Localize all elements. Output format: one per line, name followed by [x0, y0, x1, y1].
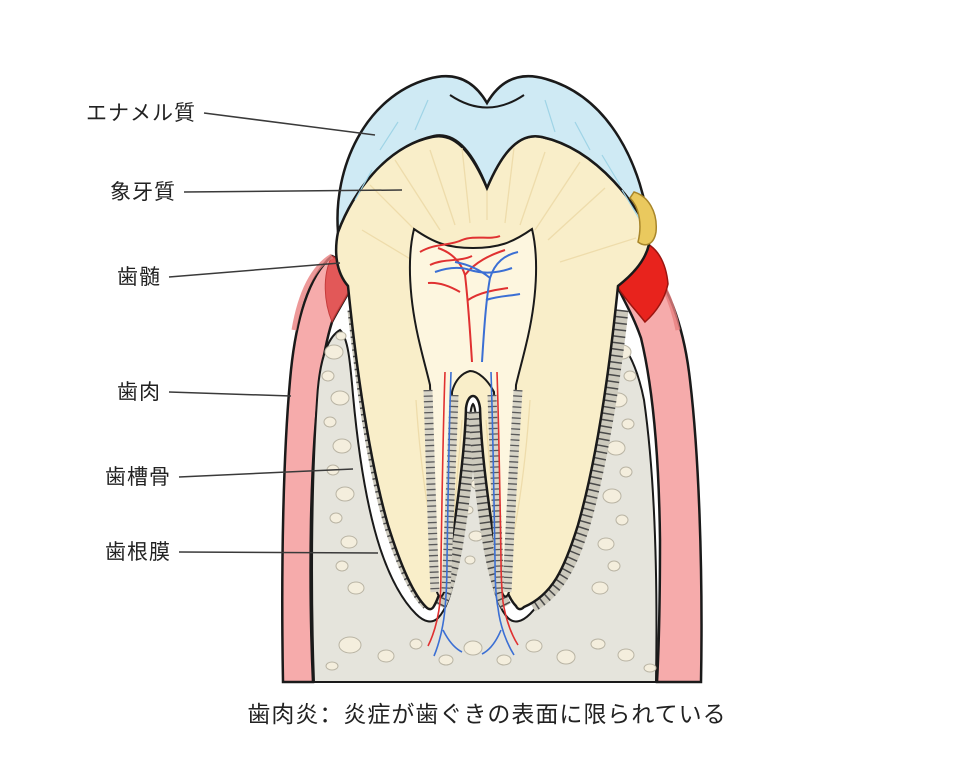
tooth-group — [334, 74, 657, 657]
occlusal-fissure-line — [449, 94, 525, 109]
leader-line-alveolar-bone — [178, 468, 354, 478]
label-dentin: 象牙質 — [110, 181, 176, 204]
tartar-deposit — [629, 191, 657, 246]
leader-line-pulp — [168, 262, 341, 278]
leader-line-gingiva — [168, 391, 292, 397]
label-pulp: 歯髄 — [117, 266, 161, 289]
figure-caption: 歯肉炎：炎症が歯ぐきの表面に限られている — [247, 701, 726, 727]
label-alveolar-bone: 歯槽骨 — [105, 466, 171, 489]
label-periodontal-ligament: 歯根膜 — [105, 541, 171, 564]
pulp-vessels-red — [419, 235, 519, 647]
labels-group: エナメル質 象牙質 歯髄 歯肉 歯槽骨 歯根膜 — [86, 102, 403, 564]
label-gingiva: 歯肉 — [117, 381, 161, 404]
gum-left-outer-highlight — [291, 253, 334, 331]
leader-line-periodontal-ligament — [178, 551, 379, 554]
leader-line-enamel — [203, 112, 376, 136]
enamel-texture — [354, 99, 641, 221]
gingival-margin-group — [291, 240, 681, 331]
label-enamel: エナメル質 — [86, 102, 196, 125]
leader-line-dentin — [183, 189, 403, 193]
pulp-vessels-blue — [433, 251, 521, 657]
